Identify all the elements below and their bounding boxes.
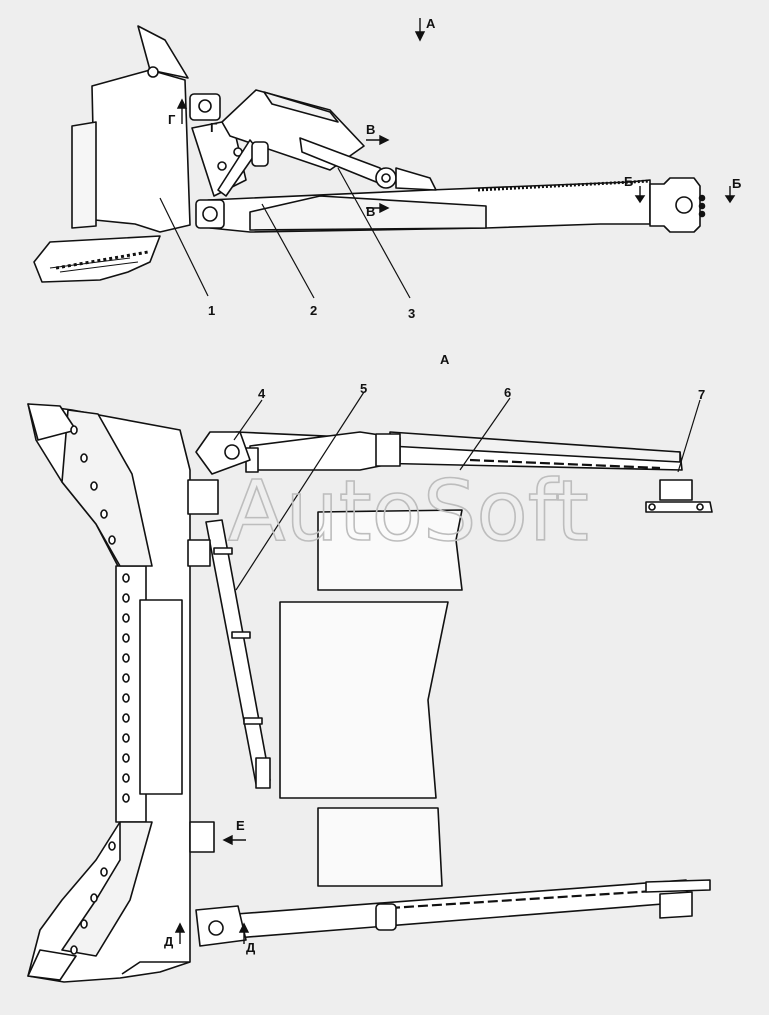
side-view bbox=[33, 25, 706, 283]
callout-6: 6 bbox=[504, 385, 511, 400]
section-mark-d-left: Д bbox=[164, 934, 174, 949]
section-mark-e: Е bbox=[236, 818, 245, 833]
view-mark-a-top: А bbox=[426, 16, 436, 31]
section-mark-g-left: Г bbox=[168, 112, 176, 127]
background-panel-3 bbox=[317, 807, 443, 887]
background-panel-2 bbox=[279, 601, 449, 799]
callout-4: 4 bbox=[258, 386, 266, 401]
callout-7: 7 bbox=[698, 387, 705, 402]
beam-trunnion bbox=[649, 177, 701, 233]
frame-bracket-e bbox=[189, 821, 215, 853]
background-panel-1 bbox=[317, 509, 463, 591]
push-beam-lower-plate bbox=[249, 195, 487, 231]
top-section-marks bbox=[176, 18, 736, 214]
plan-view bbox=[27, 403, 713, 983]
blade-cutting-edge bbox=[33, 235, 161, 283]
callout-2: 2 bbox=[310, 303, 317, 318]
section-mark-d-right: Д bbox=[246, 940, 256, 955]
section-mark-v-upper: В bbox=[366, 122, 375, 137]
blade-center-plate bbox=[139, 599, 183, 795]
section-mark-v-lower: В bbox=[366, 204, 375, 219]
section-mark-b-left: Б bbox=[624, 174, 633, 189]
blade bbox=[91, 69, 191, 233]
callout-1: 1 bbox=[208, 303, 215, 318]
blade-upper-wing bbox=[61, 409, 153, 567]
callout-numbers: 1 2 3 4 5 6 7 bbox=[208, 303, 705, 402]
callout-3: 3 bbox=[408, 306, 415, 321]
view-title-a: А bbox=[440, 352, 450, 367]
blade-top-guard bbox=[137, 25, 189, 79]
blade-bolt-holes bbox=[70, 425, 130, 955]
plan-section-marks bbox=[174, 834, 250, 944]
callout-5: 5 bbox=[360, 381, 367, 396]
section-mark-b-right: Б bbox=[732, 176, 741, 191]
upper-trunnion bbox=[659, 479, 693, 501]
lower-push-beam bbox=[235, 879, 689, 939]
watermark: AutoSoft bbox=[228, 462, 589, 560]
blade-face bbox=[71, 121, 97, 229]
view-letters: А А Б Б В В Г Г Е Д Д bbox=[164, 16, 741, 955]
section-mark-g-right: Г bbox=[210, 120, 218, 135]
leader-lines bbox=[159, 167, 701, 591]
lower-trunnion bbox=[659, 891, 693, 919]
